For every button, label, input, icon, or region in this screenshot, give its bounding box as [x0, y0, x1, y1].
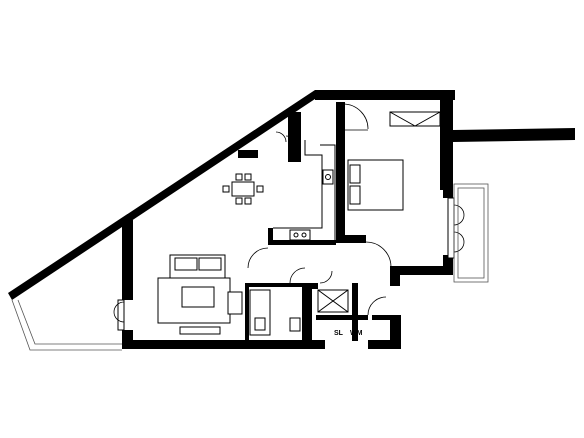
washing-machine-label: WM	[350, 330, 363, 337]
sofa-icon	[169, 254, 226, 281]
basin-icon	[254, 317, 266, 331]
interior-walls	[238, 102, 400, 341]
balcony	[11, 183, 489, 351]
wardrobe-icon	[389, 111, 441, 127]
storage-label: SL	[334, 330, 344, 337]
exterior-walls	[8, 90, 575, 349]
hob-icon	[289, 229, 311, 241]
armchair-icon	[227, 291, 243, 315]
tv-unit-icon	[179, 326, 221, 335]
dining-table-icon	[222, 173, 264, 205]
door-swing-icon	[247, 103, 392, 316]
kitchen-counters	[273, 140, 336, 241]
bed-icon	[347, 159, 404, 211]
wc-icon	[289, 317, 301, 332]
coffee-table-icon	[181, 286, 215, 308]
sink-icon	[322, 169, 334, 185]
